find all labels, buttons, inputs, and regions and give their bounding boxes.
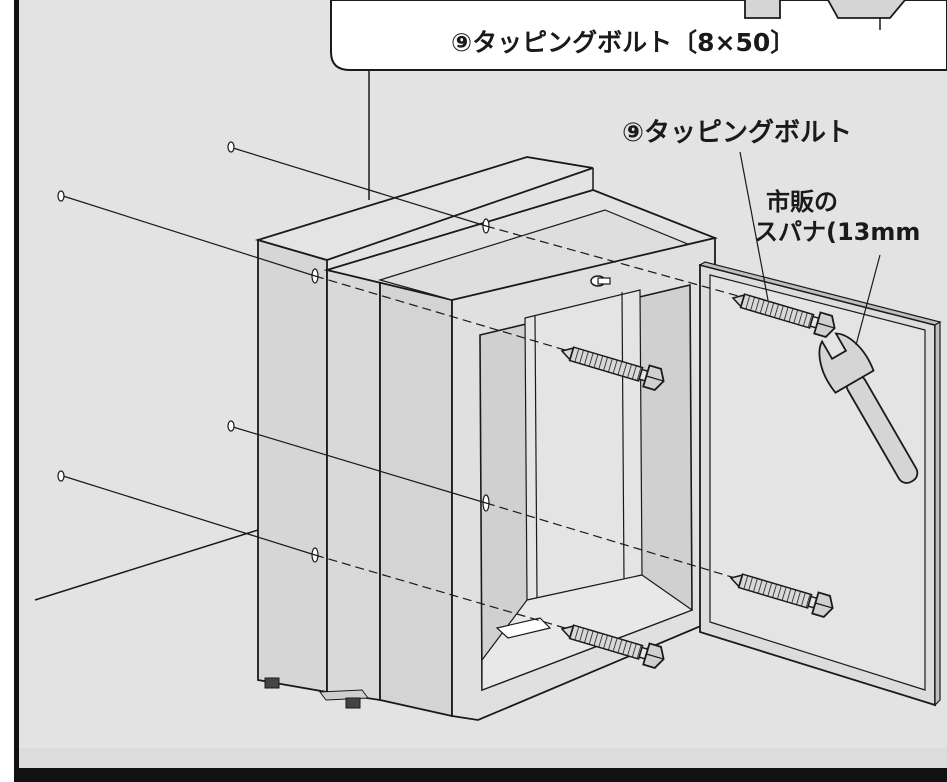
guide-lines [62,147,739,629]
wall-holes [57,141,235,482]
caption-panel [330,0,947,71]
bottom-strip [19,748,947,768]
callout-wrench-line2: スパナ(13mm [754,218,921,246]
cabinet-front-body [323,189,719,721]
caption-bolt-spec: ⑨タッピングボルト〔8×50〕 [451,28,796,57]
cabinet-rear-box [254,156,594,694]
screw-head-illustration [744,0,906,30]
frame-left-bar [14,0,19,782]
leader-lines [739,151,881,346]
callout-wrench-line1: 市販の [766,188,838,216]
frame-bottom-bar [14,768,947,782]
wrench-icon [818,332,919,484]
cabinet-feet [264,677,369,709]
callout-tapping-bolt: ⑨タッピングボルト [622,118,853,148]
floor-line [34,529,259,601]
